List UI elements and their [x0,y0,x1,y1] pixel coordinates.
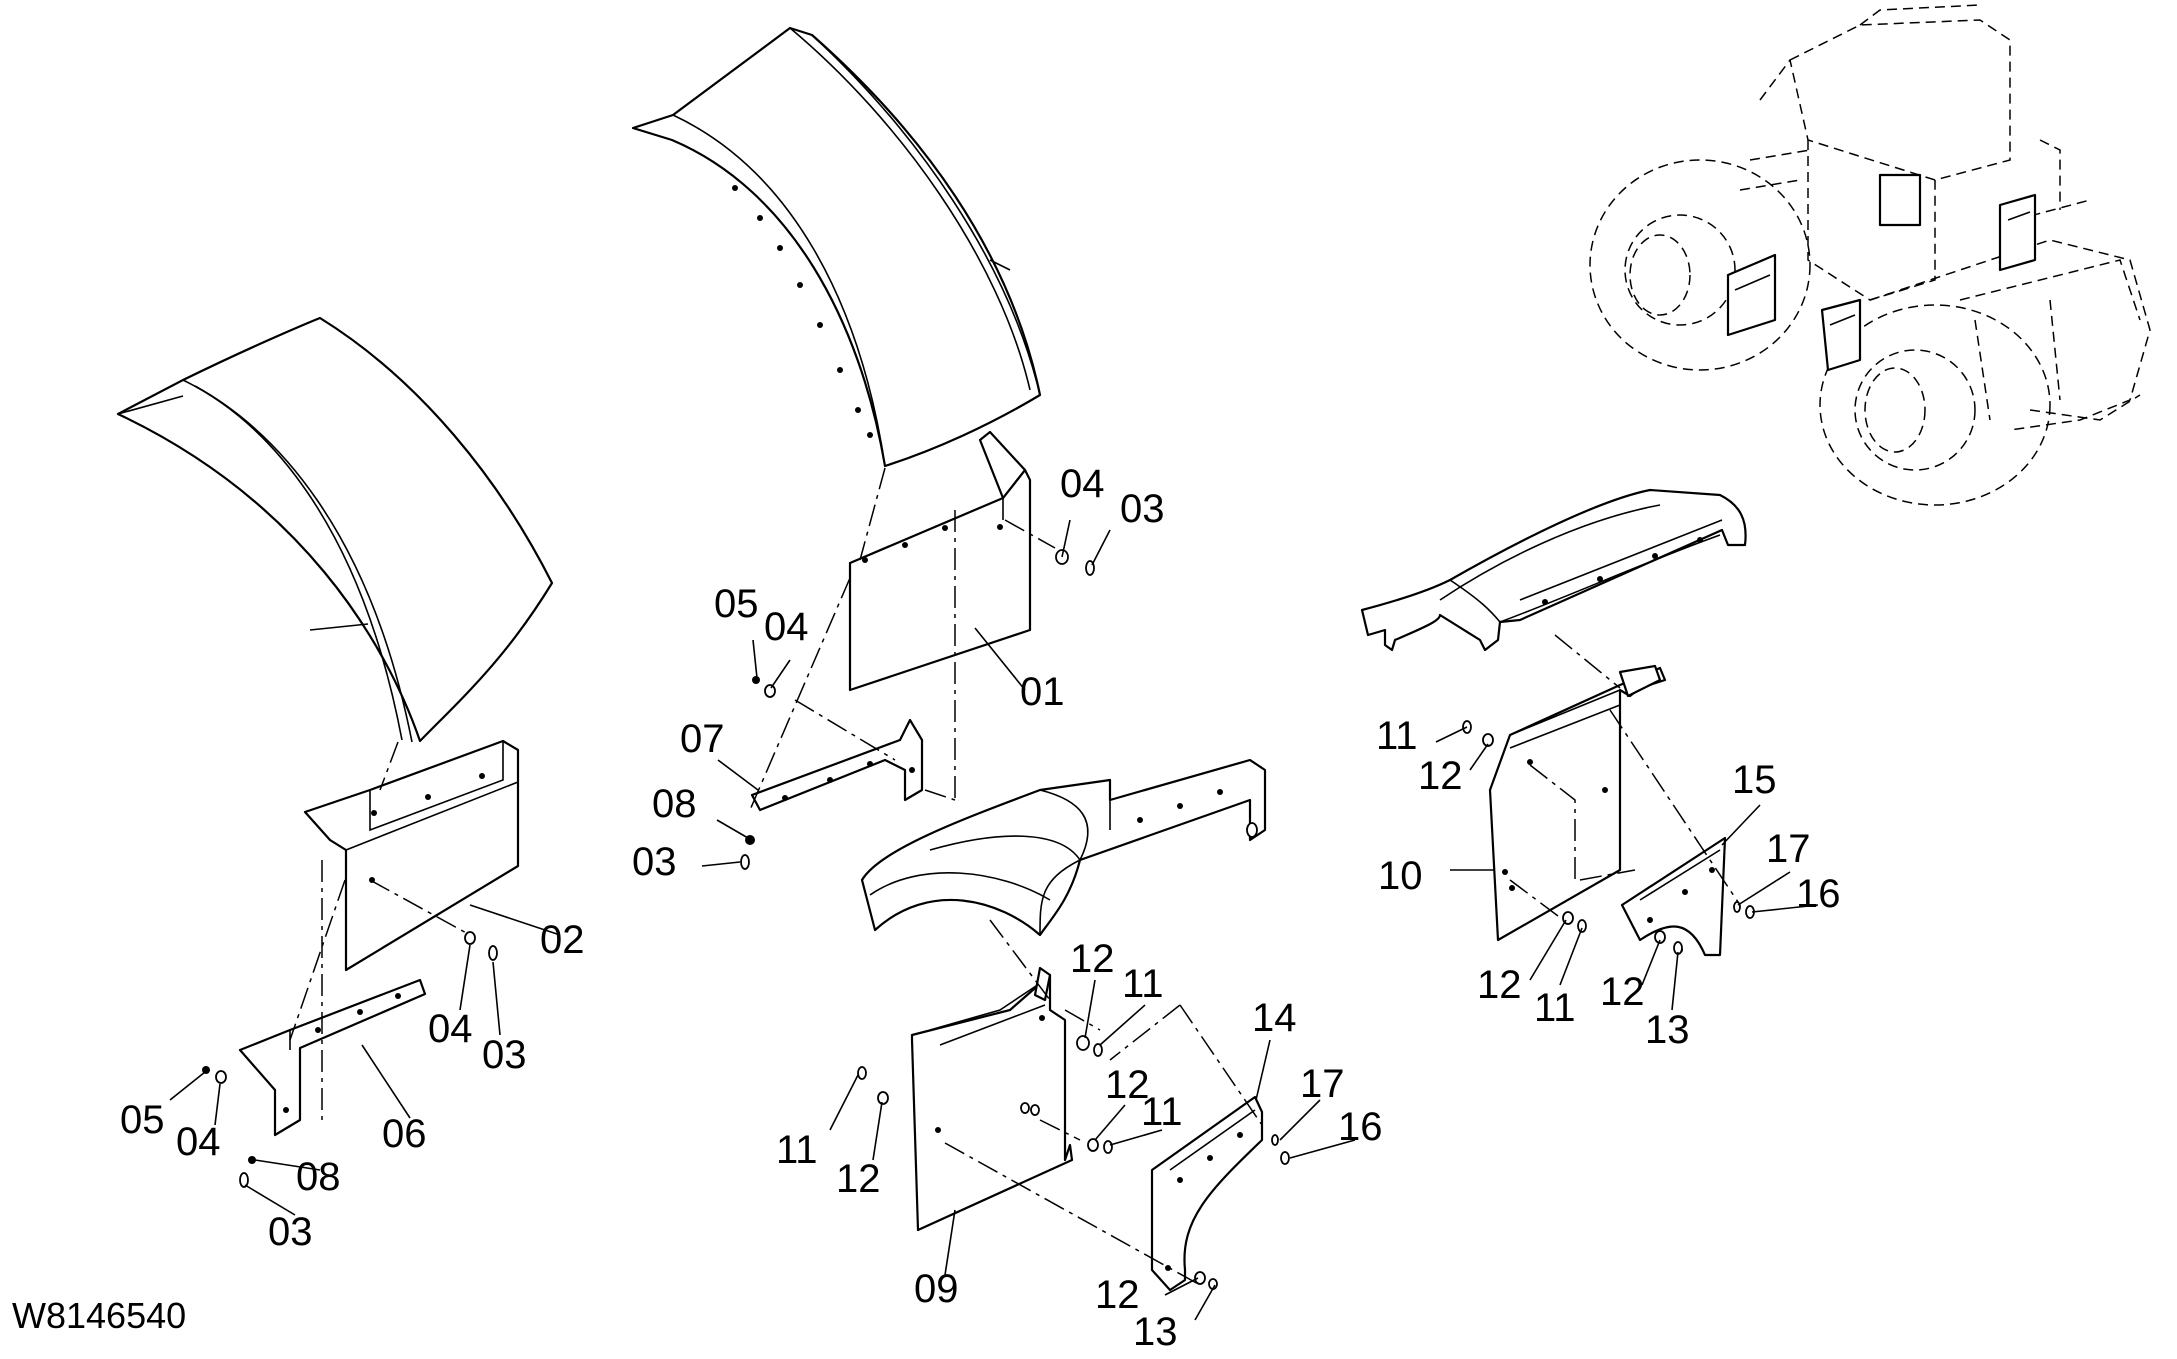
callout-05: 05 [120,1098,165,1142]
machine-overview-illustration [1589,4,2151,506]
right-rear-fender [1360,488,1747,652]
callout-13: 13 [1133,1310,1178,1354]
callout-04: 04 [428,1007,473,1051]
callout-11: 11 [1141,1090,1183,1134]
callout-13: 13 [1645,1008,1690,1052]
callout-17: 17 [1766,827,1811,871]
callout-04: 04 [176,1120,221,1164]
callout-09: 09 [914,1267,959,1311]
callout-17: 17 [1300,1062,1345,1106]
middle-rear-fender [860,758,1267,937]
callout-11: 11 [1122,962,1164,1006]
callout-12: 12 [1477,963,1522,1007]
callout-03: 03 [632,840,677,884]
center-mudflap-upper-01 [848,430,1032,692]
left-mudflap-upper-02 [303,739,520,972]
callout-10: 10 [1378,854,1423,898]
callout-04: 04 [1060,462,1105,506]
center-bracket-07 [750,718,924,812]
callout-03: 03 [1120,487,1165,531]
callout-12: 12 [1070,937,1115,981]
middle-mudflap-09 [910,966,1074,1232]
callout-leaders [169,519,1819,1321]
middle-bracket-14 [1150,1095,1264,1292]
callout-01: 01 [1020,670,1065,714]
callout-03: 03 [482,1033,527,1077]
callout-07: 07 [680,717,725,761]
center-fender-top-panel [631,26,1042,468]
callout-06: 06 [382,1112,427,1156]
callout-15: 15 [1732,758,1777,802]
left-hardware [202,931,498,1188]
right-bracket-15 [1620,836,1727,957]
right-mudflap-10 [1488,664,1667,942]
left-bracket-06 [238,978,427,1137]
callout-03: 03 [268,1210,313,1254]
right-hardware [1462,720,1755,955]
callout-02: 02 [540,918,585,962]
middle-hardware [857,1035,1290,1290]
callout-08: 08 [652,782,697,826]
callout-16: 16 [1338,1105,1383,1149]
callout-11: 11 [1534,986,1576,1030]
callout-14: 14 [1252,996,1297,1040]
callout-04: 04 [764,605,809,649]
callout-12: 12 [1418,754,1463,798]
callout-05: 05 [714,582,759,626]
left-fender-top-panel [116,316,554,743]
callout-11: 11 [776,1128,818,1172]
callout-12: 12 [1105,1063,1150,1107]
callout-11: 11 [1376,714,1418,758]
drawing-reference-number: W8146540 [12,1295,186,1336]
callout-12: 12 [1600,970,1645,1014]
callout-16: 16 [1796,872,1841,916]
callout-12: 12 [1095,1273,1140,1317]
callout-12: 12 [836,1157,881,1201]
callout-08: 08 [296,1155,341,1199]
callout-labels: 04 03 05 04 01 07 08 03 02 04 03 05 04 0… [120,462,1841,1354]
